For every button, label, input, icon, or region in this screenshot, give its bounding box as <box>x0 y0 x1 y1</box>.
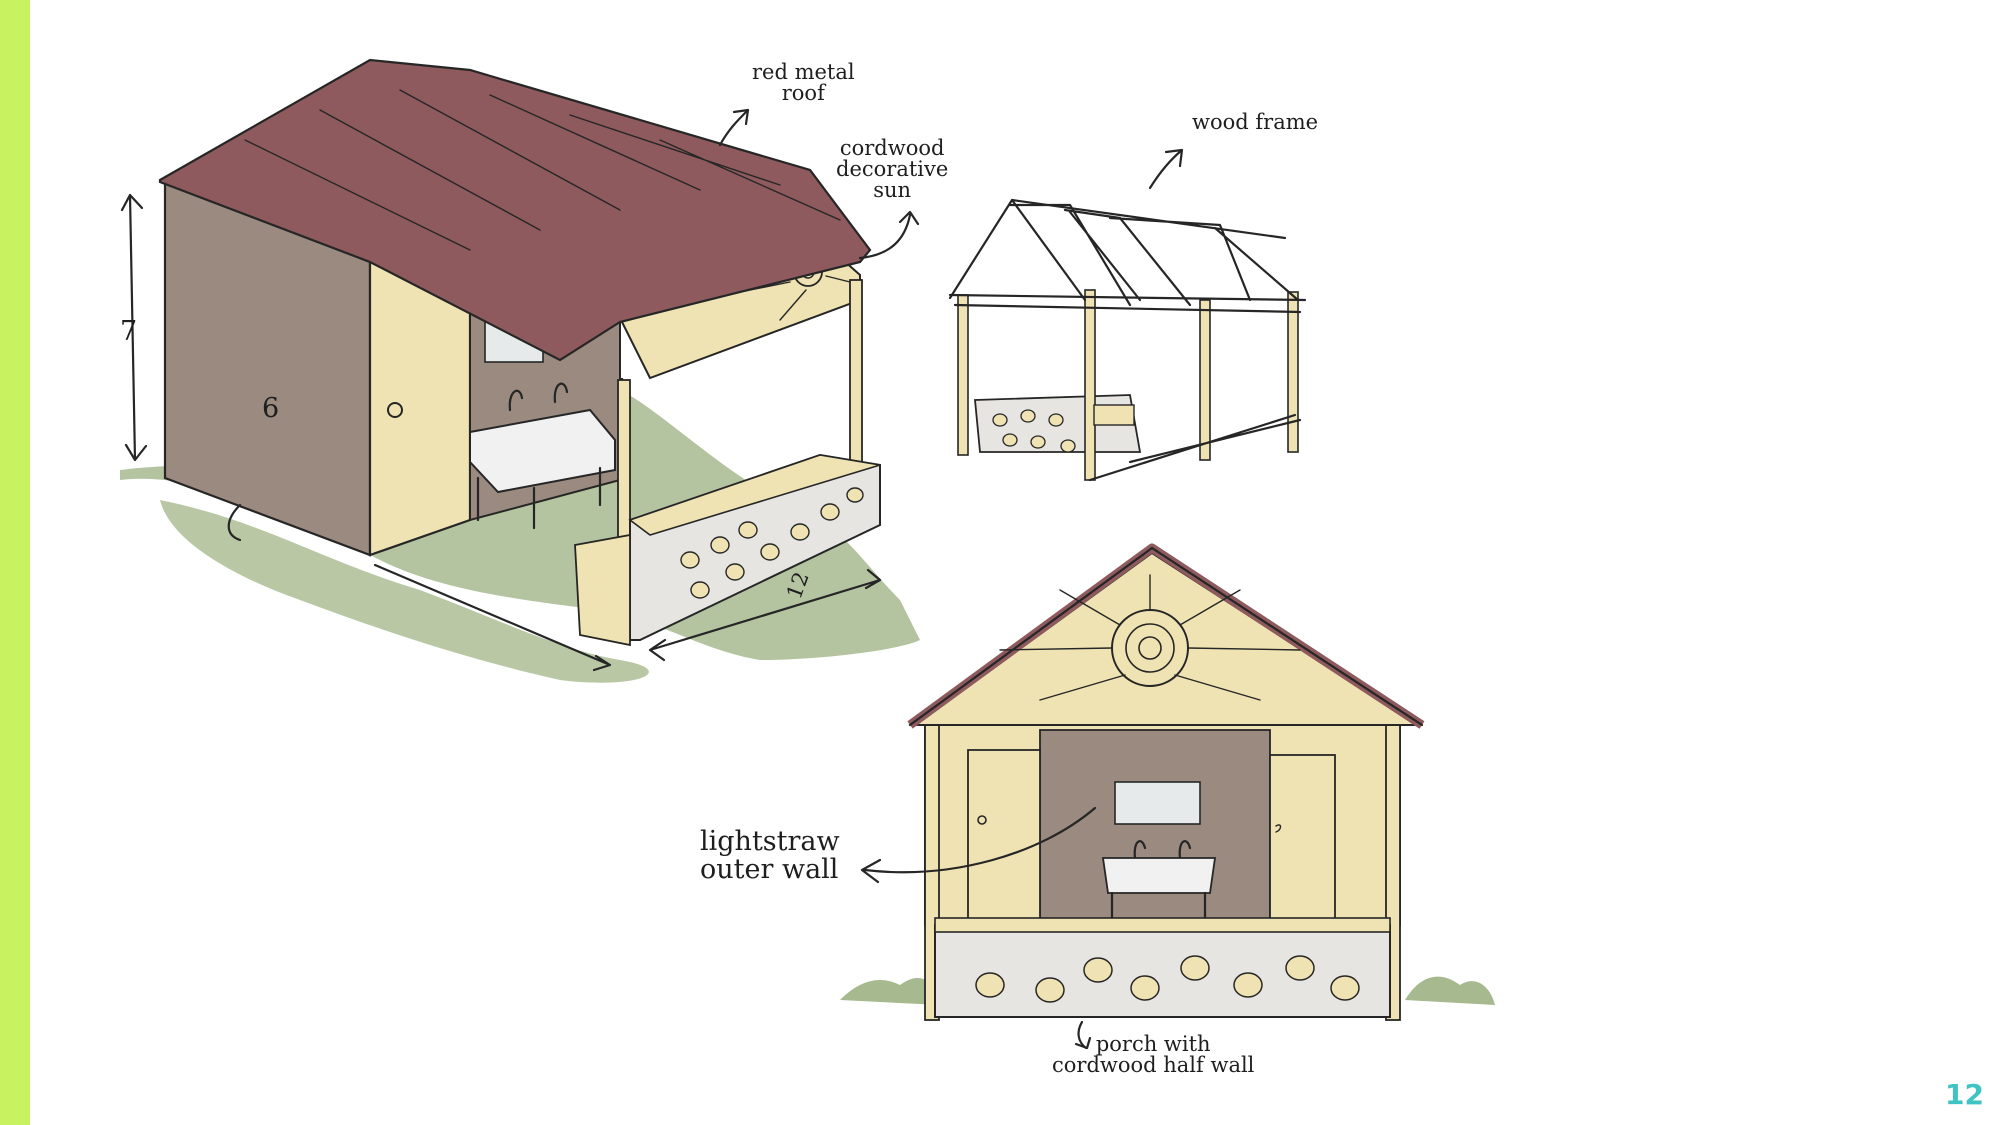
shed-sink <box>469 408 616 494</box>
accent-side-bar <box>0 0 30 1125</box>
elevation-decorative-sun <box>999 574 1301 701</box>
label-porch-cordwood-half-wall: porch with cordwood half wall <box>1052 1032 1255 1077</box>
shed-door-knob <box>387 402 403 418</box>
elevation-right-door <box>1269 754 1336 924</box>
shed-cordwood-logs <box>680 487 864 599</box>
elevation-sink <box>1101 857 1217 894</box>
elevation-left-door <box>967 749 1041 921</box>
label-cordwood-decorative-sun: cordwood decorative sun <box>836 136 949 202</box>
grass-patch-front <box>160 500 649 683</box>
isometric-shed-sketch <box>120 58 920 683</box>
front-elevation-sketch <box>840 543 1495 1050</box>
elevation-grass-right <box>1405 976 1495 1005</box>
shed-red-metal-roof <box>158 58 872 362</box>
elevation-grass-left <box>840 977 940 1005</box>
elevation-cordwood-logs <box>975 955 1360 1003</box>
elevation-interior-wall <box>1039 729 1271 926</box>
label-wood-frame: wood frame <box>1192 110 1319 134</box>
dimension-width-label: 6 <box>262 393 280 424</box>
wood-frame-sketch <box>948 148 1307 482</box>
frame-beams <box>948 293 1307 482</box>
label-red-metal-roof: red metal roof <box>752 60 855 105</box>
page-number: 12 <box>1945 1078 1984 1111</box>
label-lightstraw-outer-wall: lightstraw outer wall <box>700 826 840 886</box>
frame-rafters <box>948 198 1300 307</box>
dimension-height-label: 7 <box>120 316 138 347</box>
elevation-mirror <box>1114 781 1201 825</box>
elevation-cordwood-halfwall <box>934 924 1391 1018</box>
